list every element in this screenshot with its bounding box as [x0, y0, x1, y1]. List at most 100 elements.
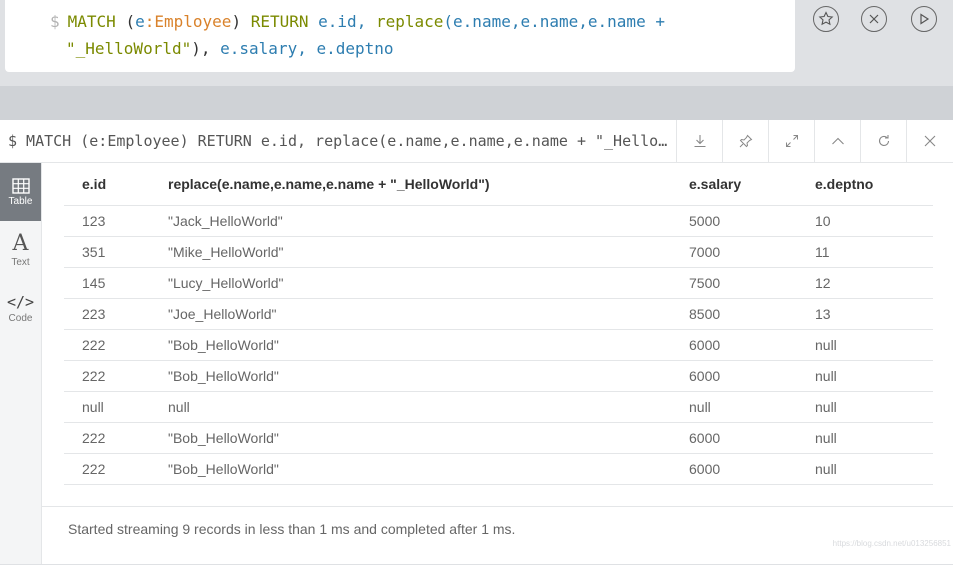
table-cell: "Mike_HelloWorld": [150, 236, 671, 268]
table-cell: 6000: [671, 453, 797, 485]
table-cell: 6000: [671, 422, 797, 454]
fullscreen-button[interactable]: [768, 120, 814, 162]
column-header: e.salary: [671, 163, 797, 206]
collapse-button[interactable]: [814, 120, 860, 162]
column-header: replace(e.name,e.name,e.name + "_HelloWo…: [150, 163, 671, 206]
table-cell: 11: [797, 236, 933, 268]
sidebar-label-text: Text: [11, 256, 30, 268]
token-close-paren: ): [231, 12, 242, 31]
table-cell: "Bob_HelloWorld": [150, 453, 671, 485]
table-cell: null: [797, 453, 933, 485]
table-cell: "Lucy_HelloWorld": [150, 267, 671, 299]
token-after-string: ),: [191, 39, 211, 58]
collapse-icon: [831, 137, 844, 145]
table-cell: 222: [64, 329, 150, 361]
table-cell: 6000: [671, 329, 797, 361]
table-cell: 5000: [671, 205, 797, 237]
token-eid: e.id,: [318, 12, 367, 31]
table-cell: null: [797, 360, 933, 392]
token-replace: replace: [375, 12, 444, 31]
table-icon: [11, 177, 30, 194]
stream-divider: [0, 86, 953, 120]
table-cell: 13: [797, 298, 933, 330]
star-icon: [818, 11, 834, 26]
download-button[interactable]: [676, 120, 722, 162]
clear-button[interactable]: [861, 6, 887, 32]
query-code[interactable]: $MATCH (e:Employee) RETURN e.id, replace…: [50, 8, 750, 62]
table-cell: 7500: [671, 267, 797, 299]
result-table: e.id replace(e.name,e.name,e.name + "_He…: [64, 163, 933, 485]
run-button[interactable]: [911, 6, 937, 32]
pin-button[interactable]: [722, 120, 768, 162]
token-deptno: e.deptno: [316, 39, 394, 58]
table-cell: 223: [64, 298, 150, 330]
table-cell: null: [797, 422, 933, 454]
table-cell: 10: [797, 205, 933, 237]
token-string: "_HelloWorld": [66, 39, 192, 58]
text-icon: A: [12, 230, 29, 256]
table-cell: 7000: [671, 236, 797, 268]
table-cell: null: [797, 391, 933, 423]
column-header: e.id: [64, 163, 150, 206]
sidebar-item-code[interactable]: </> Code: [0, 279, 41, 337]
table-cell: 6000: [671, 360, 797, 392]
table-header-row: e.id replace(e.name,e.name,e.name + "_He…: [64, 163, 933, 206]
table-cell: "Bob_HelloWorld": [150, 422, 671, 454]
token-label: :Employee: [144, 12, 232, 31]
close-frame-button[interactable]: [906, 120, 952, 162]
sidebar-item-table[interactable]: Table: [0, 163, 41, 221]
table-cell: 8500: [671, 298, 797, 330]
table-cell: 222: [64, 360, 150, 392]
editor-actions: [805, 6, 953, 36]
result-table-area: e.id replace(e.name,e.name,e.name + "_He…: [64, 163, 933, 485]
token-match: MATCH: [67, 12, 116, 31]
frame-title[interactable]: $ MATCH (e:Employee) RETURN e.id, replac…: [8, 132, 668, 150]
pin-icon: [739, 134, 752, 148]
table-cell: 222: [64, 453, 150, 485]
expand-icon: [785, 135, 798, 147]
download-icon: [694, 135, 705, 148]
query-editor[interactable]: $MATCH (e:Employee) RETURN e.id, replace…: [5, 0, 795, 72]
view-sidebar: Table A Text </> Code: [0, 163, 42, 564]
token-return: RETURN: [250, 12, 309, 31]
rerun-button[interactable]: [860, 120, 906, 162]
table-cell: 12: [797, 267, 933, 299]
code-icon: </>: [6, 292, 35, 311]
sidebar-label-table: Table: [8, 195, 33, 207]
table-cell: null: [150, 391, 671, 423]
status-bar: Started streaming 9 records in less than…: [42, 506, 953, 565]
close-icon: [924, 135, 935, 147]
token-replace-args: (e.name,e.name,e.name +: [443, 12, 665, 31]
table-cell: "Jack_HelloWorld": [150, 205, 671, 237]
column-header: e.deptno: [797, 163, 933, 206]
table-cell: null: [797, 329, 933, 361]
token-open-paren: (: [125, 12, 136, 31]
table-cell: null: [64, 391, 150, 423]
table-cell: "Bob_HelloWorld": [150, 329, 671, 361]
sidebar-item-text[interactable]: A Text: [0, 221, 41, 279]
watermark: https://blog.csdn.net/u013256851: [832, 539, 951, 548]
token-var-e: e: [135, 12, 145, 31]
table-cell: 145: [64, 267, 150, 299]
favorite-button[interactable]: [813, 6, 839, 32]
table-cell: "Bob_HelloWorld": [150, 360, 671, 392]
clear-icon: [869, 14, 879, 24]
table-cell: null: [671, 391, 797, 423]
table-cell: "Joe_HelloWorld": [150, 298, 671, 330]
run-icon: [920, 13, 930, 25]
table-cell: 222: [64, 422, 150, 454]
status-text: Started streaming 9 records in less than…: [68, 521, 516, 537]
table-cell: 123: [64, 205, 150, 237]
token-salary: e.salary,: [220, 39, 307, 58]
table-cell: 351: [64, 236, 150, 268]
frame-header: $ MATCH (e:Employee) RETURN e.id, replac…: [0, 120, 953, 163]
result-frame: $ MATCH (e:Employee) RETURN e.id, replac…: [0, 120, 953, 564]
